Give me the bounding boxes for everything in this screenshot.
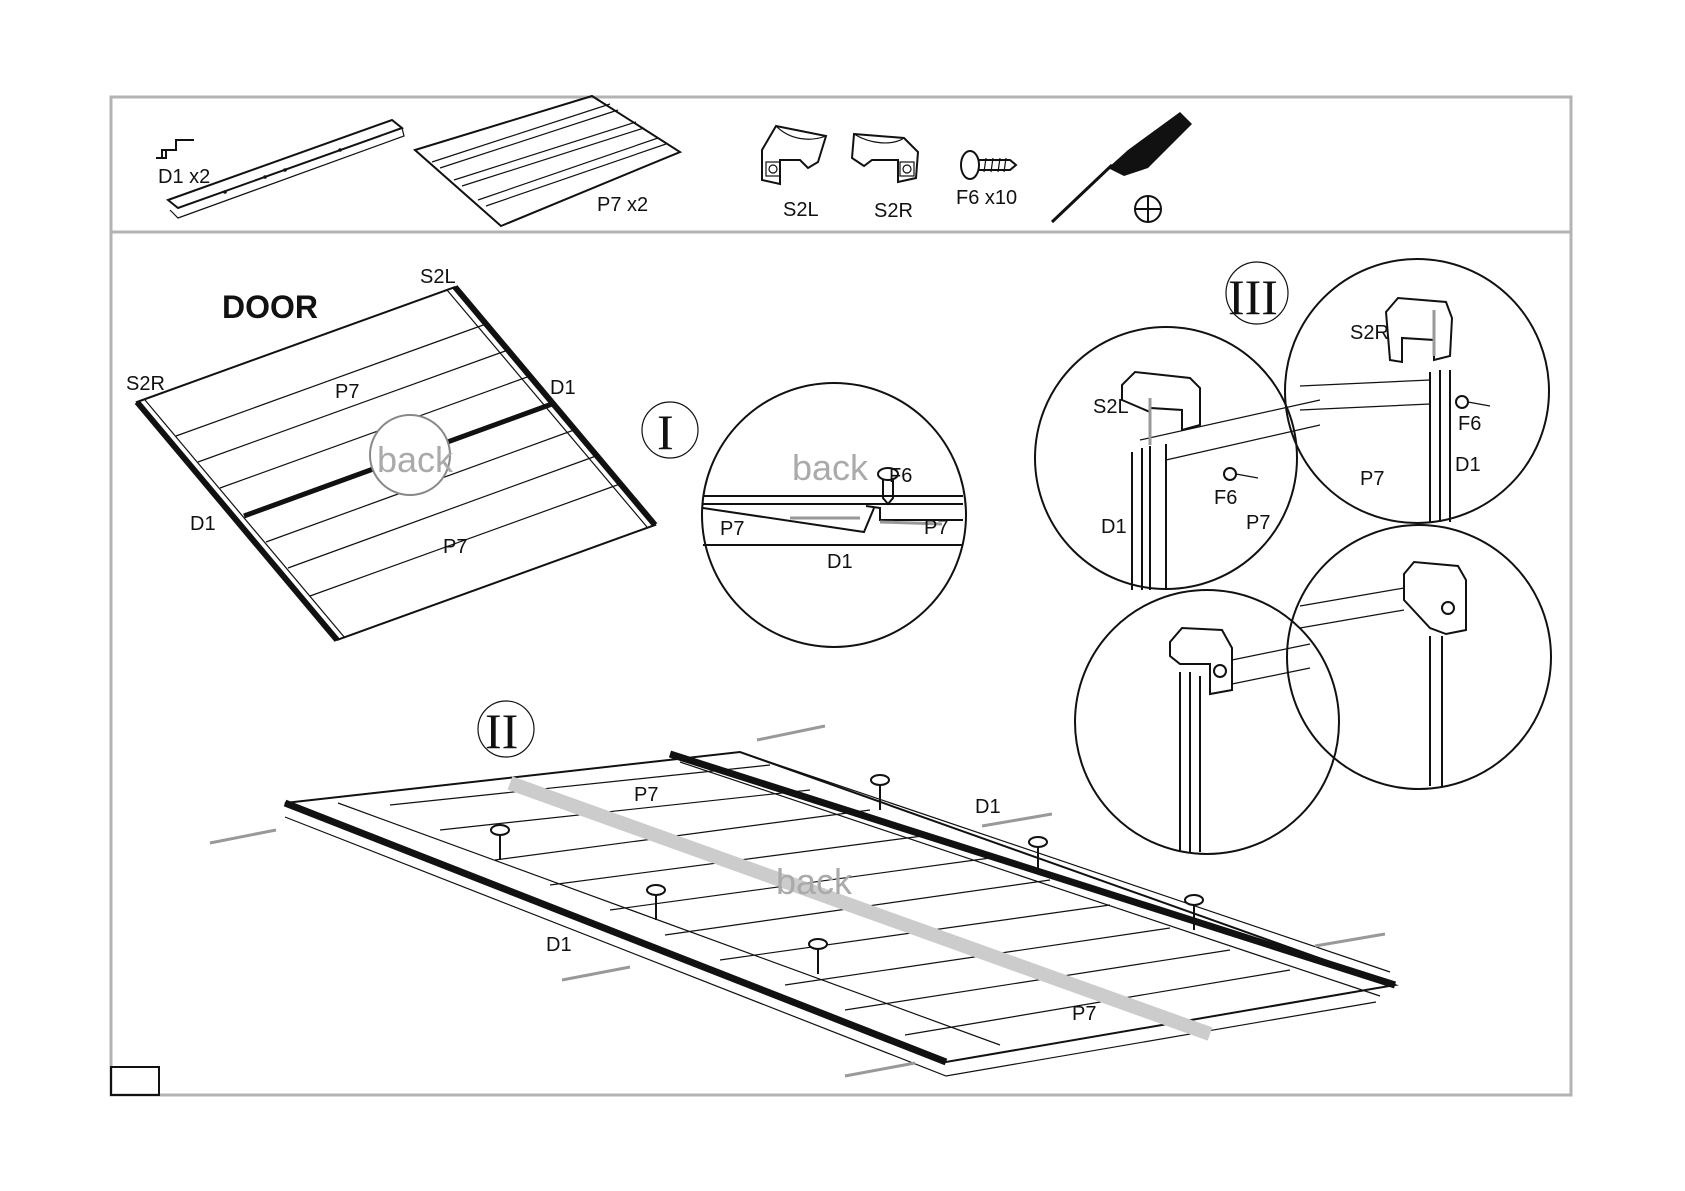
step-3-s2r-clip: [1386, 298, 1452, 362]
door-d1-right-label: D1: [550, 377, 576, 399]
s2l-clip-drawing: [762, 126, 826, 184]
step-2-p7-top-label: P7: [634, 784, 658, 806]
screwdriver: [1052, 112, 1192, 222]
step-3-f6-left-label: F6: [1214, 487, 1237, 509]
door-overview: back S2L S2R P7 P7 D1 D1: [126, 266, 655, 640]
step-3-s2r-fitted-clip: [1404, 562, 1466, 634]
d1-qty-label: D1 x2: [158, 166, 210, 188]
step-1-f6-label: F6: [889, 465, 912, 487]
s2r-label: S2R: [874, 200, 913, 222]
door-title: DOOR: [222, 289, 318, 325]
part-s2l: S2L: [762, 126, 826, 221]
step-3-p7-right-label: P7: [1360, 468, 1384, 490]
part-d1: D1 x2: [156, 120, 404, 218]
arrow-icon: [562, 967, 630, 980]
f6-qty-label: F6 x10: [956, 187, 1017, 209]
screw-icon: [1029, 837, 1047, 847]
arrow-icon: [1315, 934, 1385, 946]
door-p7-top-label: P7: [335, 381, 359, 403]
s2r-clip-drawing: [852, 134, 918, 182]
door-s2r-label: S2R: [126, 373, 165, 395]
screw-icon: [1224, 468, 1236, 480]
door-d1-left-label: D1: [190, 513, 216, 535]
step-3-s2l-label: S2L: [1093, 396, 1129, 418]
screw-icon: [647, 885, 665, 895]
step-2-back-band: [510, 783, 1210, 1034]
step-3-zoom-s2r-fitted: [1287, 525, 1551, 789]
step-2-d1-bottom-label: D1: [546, 934, 572, 956]
step-3-numeral: III: [1228, 269, 1278, 325]
door-s2l-label: S2L: [420, 266, 456, 288]
arrow-icon: [210, 830, 276, 843]
part-s2r: S2R: [852, 134, 918, 222]
p7-qty-label: P7 x2: [597, 194, 648, 216]
screw-icon: [809, 939, 827, 949]
step-2-back-label: back: [776, 861, 853, 902]
screw-icon: [1185, 895, 1203, 905]
step-1-numeral: I: [657, 404, 674, 460]
step-3-details: III S2L F6 P7 D1 S2R F6 P7 D1: [1035, 259, 1551, 854]
step-3-s2l-clip: [1122, 372, 1200, 430]
step-2-assembly: II back: [210, 701, 1395, 1076]
screw-icon: [871, 775, 889, 785]
step-1-zoom-circle: [702, 383, 966, 647]
step-1-p7-left-label: P7: [720, 518, 744, 540]
step-3-f6-right-label: F6: [1458, 413, 1481, 435]
screw-icon: [961, 151, 979, 179]
door-p7-bottom-label: P7: [443, 536, 467, 558]
step-1-back-label: back: [792, 447, 869, 488]
step-3-d1-right-label: D1: [1455, 454, 1481, 476]
screw-icon: [1456, 396, 1468, 408]
part-p7: P7 x2: [415, 96, 680, 226]
step-2-d1-top-label: D1: [975, 796, 1001, 818]
step-2-rail-bottom: [285, 803, 946, 1062]
page-number-box: [111, 1067, 159, 1095]
step-3-s2r-label: S2R: [1350, 322, 1389, 344]
step-1-p7-right-label: P7: [924, 517, 948, 539]
step-1-d1-label: D1: [827, 551, 853, 573]
step-2-numeral: II: [485, 703, 518, 759]
arrow-icon: [757, 726, 825, 740]
door-back-label: back: [377, 439, 454, 480]
screwdriver-icon: [1052, 165, 1112, 222]
s2l-label: S2L: [783, 199, 819, 221]
step-3-p7-left-label: P7: [1246, 512, 1270, 534]
step-1-detail: I back F6 P7 P7 D1: [642, 383, 966, 647]
part-f6: F6 x10: [956, 151, 1017, 209]
screw-icon: [491, 825, 509, 835]
arrow-icon: [845, 1063, 915, 1076]
step-2-p7-bottom-label: P7: [1072, 1003, 1096, 1025]
d1-rail-drawing: [168, 120, 402, 208]
step-3-d1-left-label: D1: [1101, 516, 1127, 538]
